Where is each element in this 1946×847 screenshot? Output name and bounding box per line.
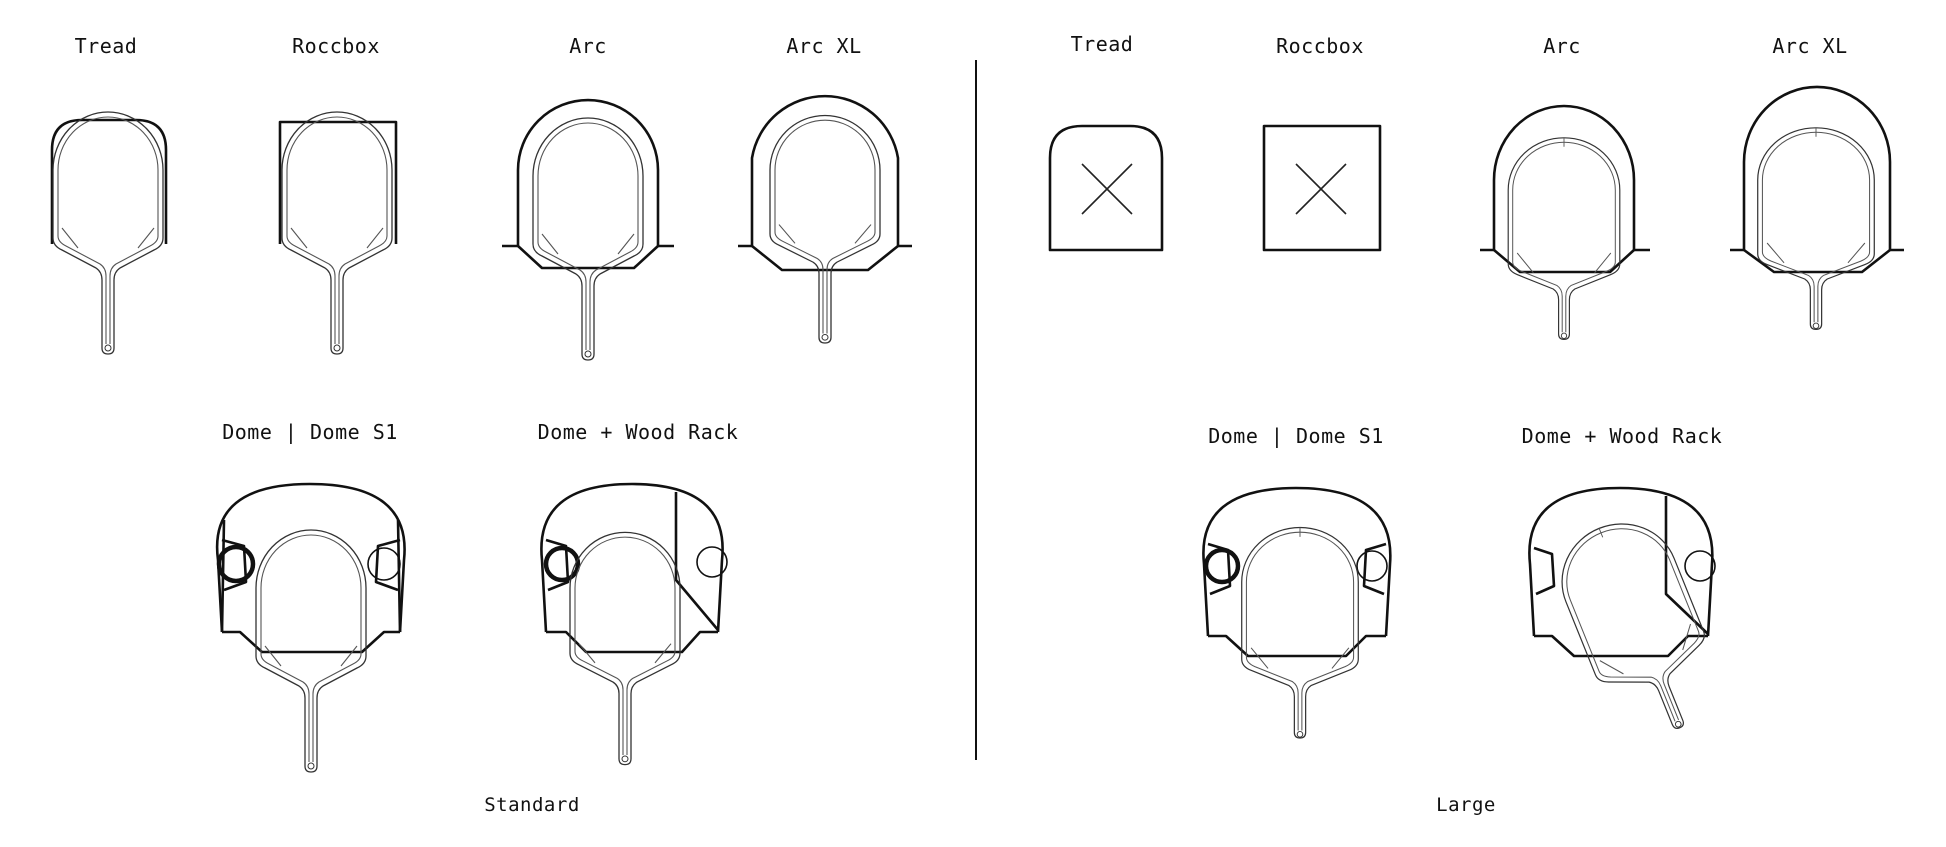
std-label-dome-wood-rack: Dome + Wood Rack: [537, 420, 739, 444]
lg-tread-diagram: [1048, 124, 1164, 252]
lg-label-dome-wood-rack: Dome + Wood Rack: [1521, 424, 1723, 448]
std-arc-diagram: [502, 98, 674, 361]
std-rack-left-wood-ring: [543, 545, 581, 583]
lg-dome-diagram: [1202, 486, 1392, 739]
std-label-arc-xl: Arc XL: [786, 34, 862, 58]
lg-dome-left-wood-ring: [1203, 547, 1241, 585]
std-roccbox-diagram: [278, 111, 398, 355]
lg-label-arc-xl: Arc XL: [1772, 34, 1848, 58]
std-label-arc: Arc: [569, 34, 607, 58]
std-label-tread: Tread: [74, 34, 138, 58]
lg-footer-label: Large: [1436, 794, 1496, 816]
lg-roccbox-diagram: [1262, 124, 1382, 252]
std-label-roccbox: Roccbox: [292, 34, 380, 58]
std-arc-xl-diagram: [738, 94, 912, 344]
lg-label-arc: Arc: [1543, 34, 1581, 58]
std-label-dome: Dome | Dome S1: [222, 420, 398, 444]
std-tread-diagram: [50, 111, 168, 355]
lg-arc-xl-diagram: [1730, 85, 1904, 331]
lg-arc-diagram: [1480, 104, 1650, 340]
std-footer-label: Standard: [484, 794, 580, 816]
std-dome-diagram: [215, 482, 406, 773]
std-dome-wood-rack-diagram: [540, 482, 728, 766]
lg-label-dome: Dome | Dome S1: [1208, 424, 1384, 448]
std-dome-left-wood-ring: [216, 544, 256, 584]
lg-label-roccbox: Roccbox: [1276, 34, 1364, 58]
lg-label-tread: Tread: [1070, 32, 1134, 56]
lg-dome-wood-rack-diagram: [1528, 486, 1735, 751]
